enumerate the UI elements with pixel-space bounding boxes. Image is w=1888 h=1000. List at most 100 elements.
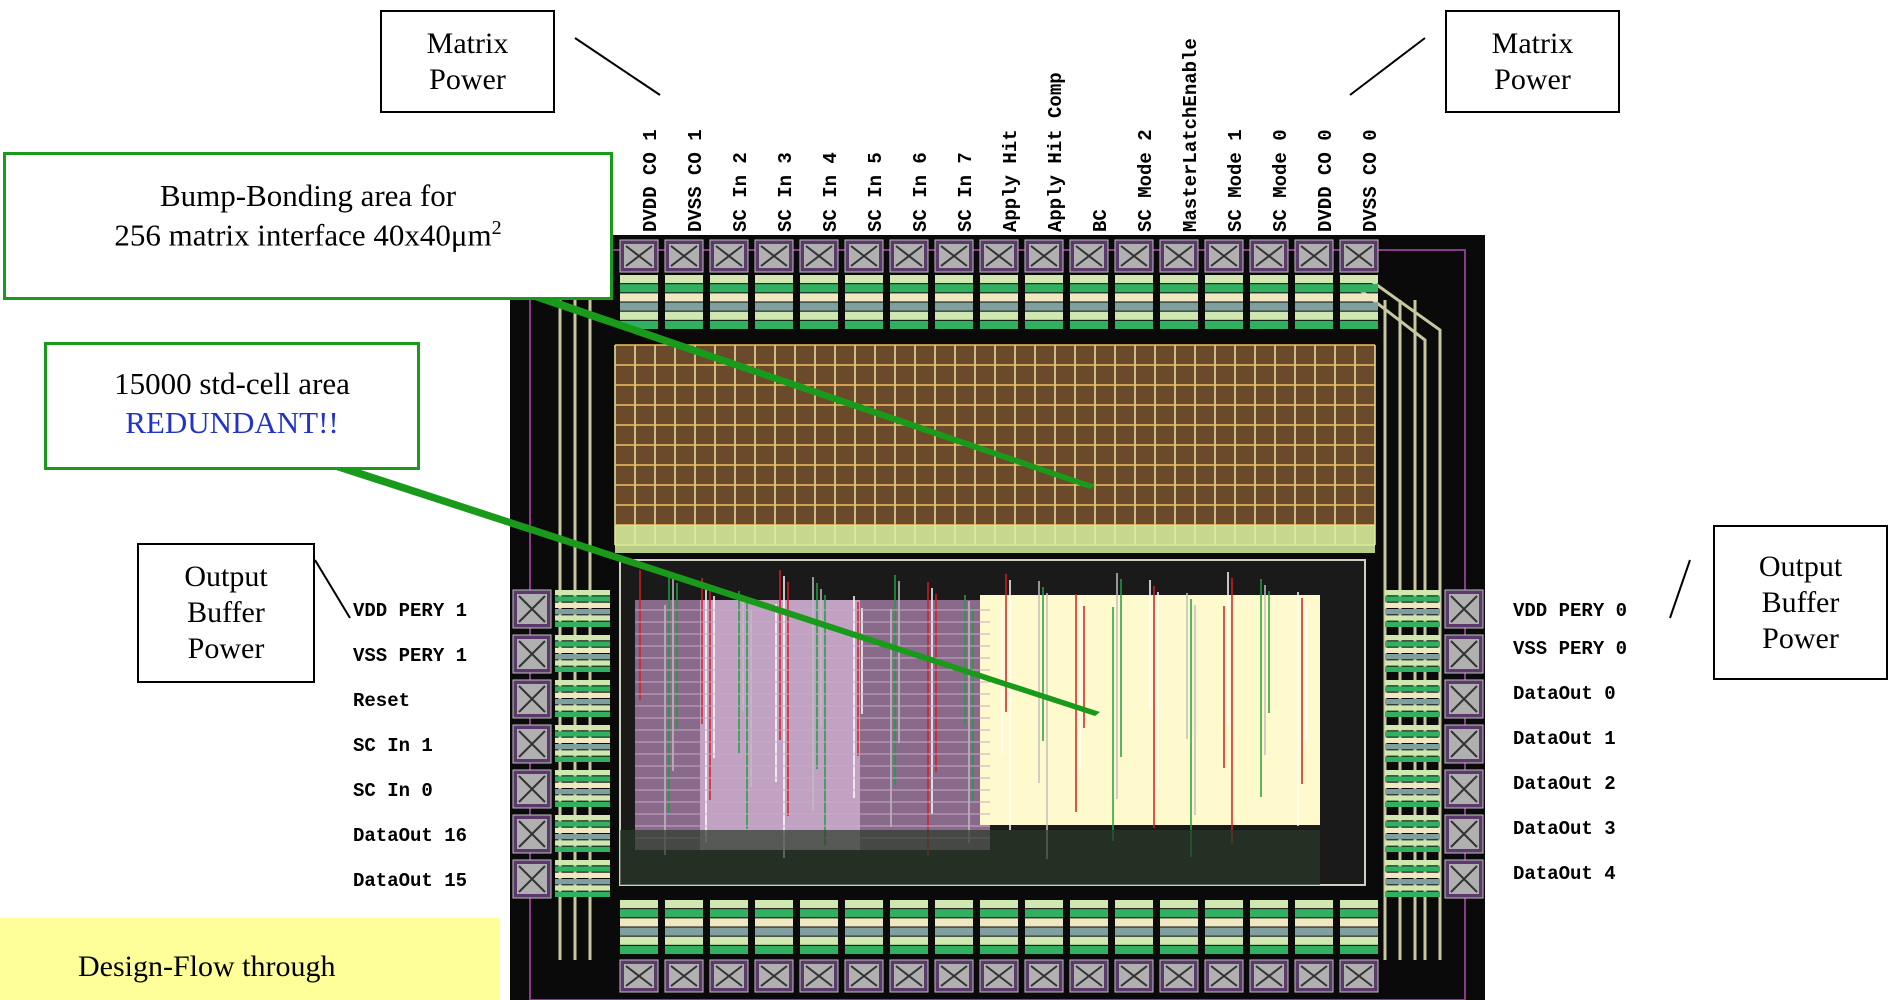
io-cell-stripe (1385, 635, 1440, 641)
io-cell-stripe (800, 936, 838, 945)
output-power-left-line1: Output (184, 560, 268, 593)
io-cell-stripe (1115, 945, 1153, 954)
io-cell-stripe (845, 927, 883, 936)
io-cell-stripe (1160, 311, 1198, 320)
matrix-power-right-line2: Power (1494, 62, 1571, 96)
top-pin-label: BC (1090, 209, 1112, 232)
left-pin-label: DataOut 15 (353, 870, 468, 892)
io-cell-stripe (1385, 731, 1440, 737)
io-cell-stripe (845, 311, 883, 320)
io-cell-stripe (620, 945, 658, 954)
io-cell-stripe (1340, 927, 1378, 936)
io-cell-stripe (1340, 293, 1378, 302)
right-pin-label: DataOut 4 (1513, 863, 1616, 885)
output-power-right-line2: Buffer (1761, 585, 1840, 619)
io-cell-stripe (620, 918, 658, 927)
bump-callout-line1: Bump-Bonding area for (159, 178, 457, 213)
top-pin-label: DVDD CO 1 (640, 129, 662, 232)
io-cell-stripe (890, 275, 928, 284)
right-pin-label: VSS PERY 0 (1513, 638, 1628, 660)
io-cell-stripe (1070, 927, 1108, 936)
output-power-left-line3: Power (187, 632, 265, 665)
io-cell-stripe (1295, 900, 1333, 909)
io-cell-stripe (1340, 918, 1378, 927)
io-cell-stripe (980, 918, 1018, 927)
io-cell-stripe (1070, 284, 1108, 293)
io-cell-stripe (935, 918, 973, 927)
io-cell-stripe (755, 275, 793, 284)
io-cell-stripe (1115, 293, 1153, 302)
io-cell-stripe (665, 945, 703, 954)
io-cell-stripe (1385, 872, 1440, 878)
right-pin-label: DataOut 0 (1513, 683, 1616, 705)
io-cell-stripe (555, 891, 610, 897)
output-buffer-power-right-box: Output Buffer Power (1713, 525, 1888, 680)
io-cell-stripe (980, 275, 1018, 284)
io-cell-stripe (1295, 945, 1333, 954)
io-cell-stripe (555, 866, 610, 872)
io-cell-stripe (1205, 302, 1243, 311)
io-cell-stripe (555, 590, 610, 596)
io-cell-stripe (1115, 909, 1153, 918)
io-cell-stripe (1385, 827, 1440, 833)
io-cell-stripe (710, 945, 748, 954)
io-cell-stripe (980, 302, 1018, 311)
io-cell-stripe (1385, 615, 1440, 621)
top-pin-label: MasterLatchEnable (1180, 38, 1202, 232)
io-cell-stripe (555, 795, 610, 801)
output-power-left-line2: Buffer (187, 596, 265, 629)
io-cell-stripe (1205, 945, 1243, 954)
io-cell-stripe (890, 320, 928, 329)
io-cell-stripe (800, 302, 838, 311)
io-cell-stripe (1070, 311, 1108, 320)
output-buffer-power-left-box: Output Buffer Power (137, 543, 315, 683)
io-cell-stripe (1295, 284, 1333, 293)
io-cell-stripe (1205, 284, 1243, 293)
io-cell-stripe (1160, 302, 1198, 311)
io-cell-stripe (555, 660, 610, 666)
io-cell-stripe (1250, 936, 1288, 945)
io-cell-stripe (555, 602, 610, 608)
io-cell-stripe (710, 293, 748, 302)
io-cell-stripe (1295, 302, 1333, 311)
io-cell-stripe (1295, 909, 1333, 918)
io-cell-stripe (1025, 284, 1063, 293)
io-cell-stripe (1025, 311, 1063, 320)
top-pin-label: Apply Hit Comp (1045, 72, 1067, 232)
io-cell-stripe (1385, 596, 1440, 602)
io-cell-stripe (980, 311, 1018, 320)
io-cell-stripe (1250, 945, 1288, 954)
footer-note: Design-Flow through (0, 918, 500, 1000)
io-cell-stripe (1160, 927, 1198, 936)
io-cell-stripe (620, 927, 658, 936)
io-cell-stripe (1070, 918, 1108, 927)
io-cell-stripe (935, 284, 973, 293)
left-pin-label: SC In 0 (353, 780, 433, 802)
io-cell-stripe (1385, 647, 1440, 653)
io-cell-stripe (665, 293, 703, 302)
io-cell-stripe (1025, 945, 1063, 954)
io-cell-stripe (1250, 918, 1288, 927)
io-cell-stripe (890, 900, 928, 909)
io-cell-stripe (1115, 936, 1153, 945)
io-cell-stripe (555, 815, 610, 821)
io-cell-stripe (1250, 302, 1288, 311)
io-cell-stripe (1250, 927, 1288, 936)
io-cell-stripe (555, 834, 610, 840)
io-cell-stripe (1385, 725, 1440, 731)
io-cell-stripe (1160, 320, 1198, 329)
io-cell-stripe (555, 782, 610, 788)
io-cell-stripe (755, 311, 793, 320)
io-cell-stripe (1025, 275, 1063, 284)
io-cell-stripe (1385, 666, 1440, 672)
io-cell-stripe (1295, 927, 1333, 936)
matrix-power-left-line2: Power (429, 62, 506, 96)
io-cell-stripe (1025, 320, 1063, 329)
top-pin-label: SC In 3 (775, 152, 797, 232)
io-cell-stripe (555, 872, 610, 878)
io-cell-stripe (1295, 320, 1333, 329)
io-cell-stripe (755, 909, 793, 918)
io-cell-stripe (1385, 846, 1440, 852)
io-cell-stripe (1205, 293, 1243, 302)
